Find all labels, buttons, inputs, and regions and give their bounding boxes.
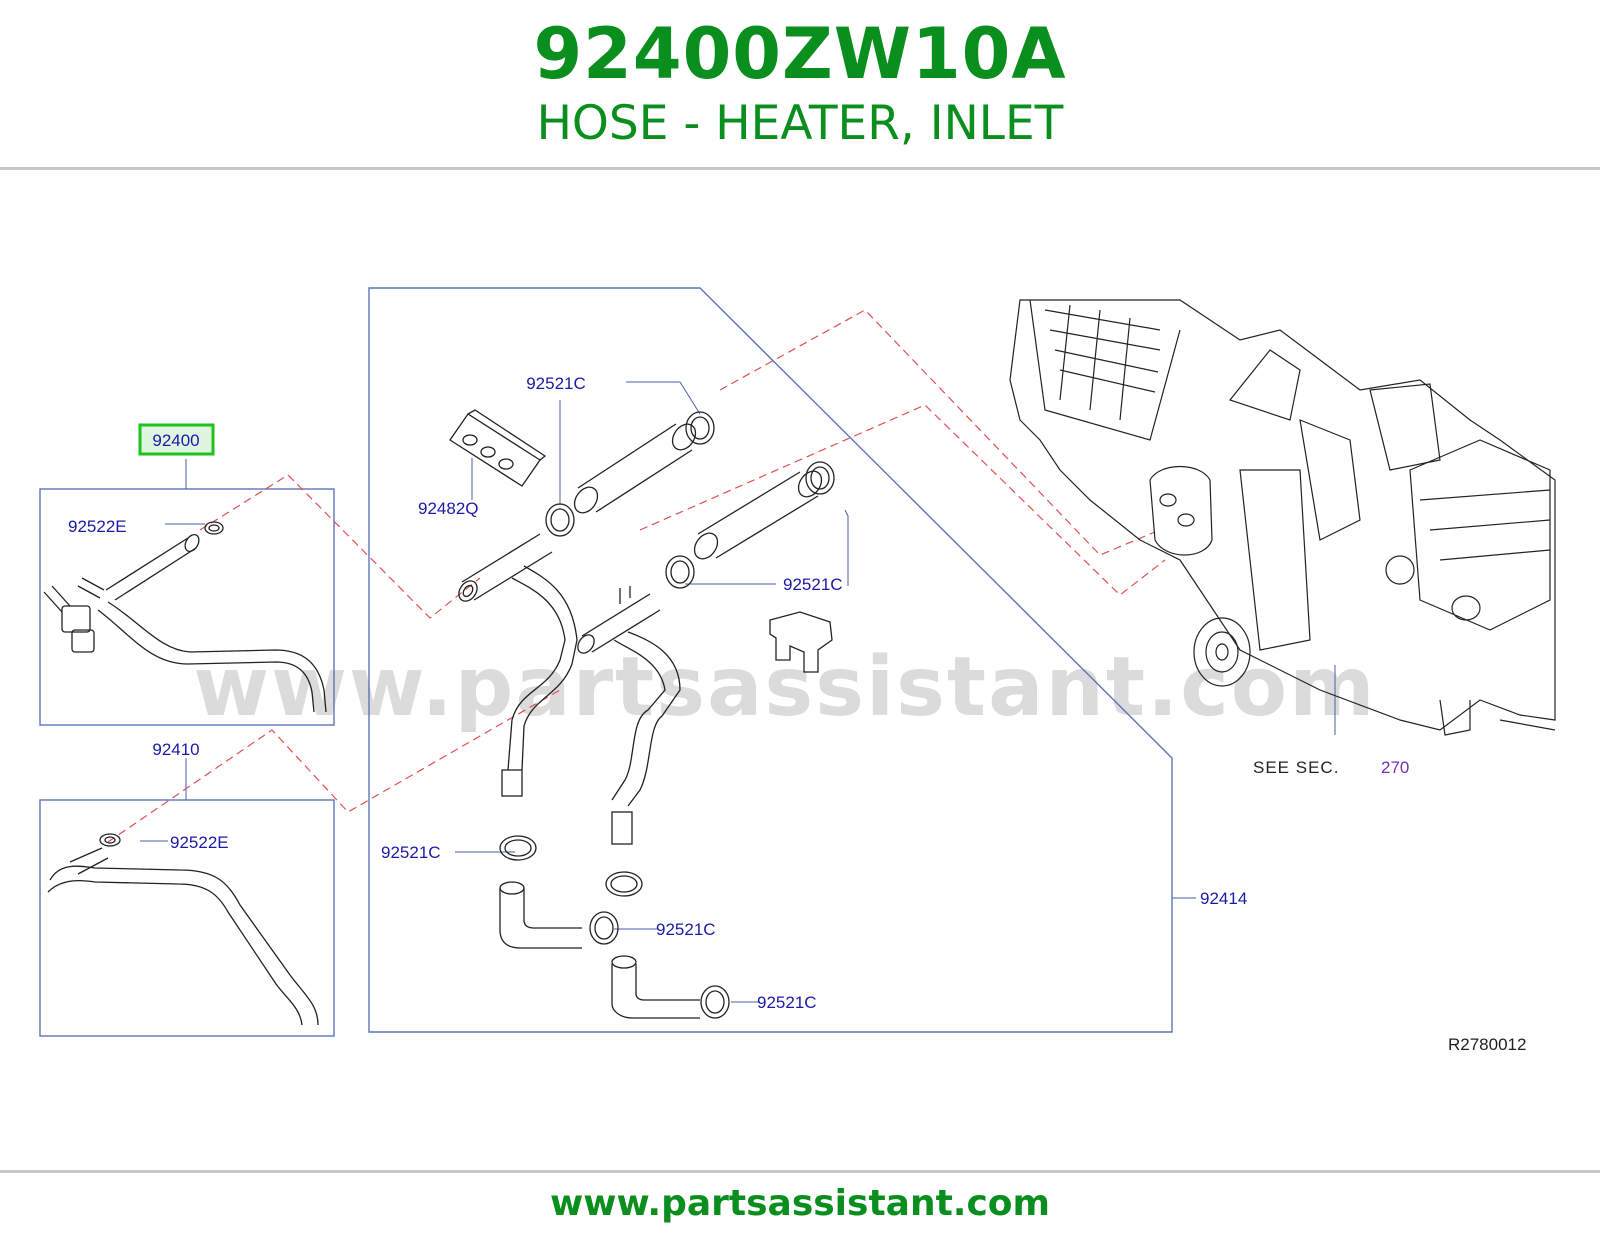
label-92521c-bottom-a[interactable]: 92521C (656, 920, 716, 939)
label-92522e-lower[interactable]: 92522E (170, 833, 229, 852)
footer-divider (0, 1170, 1600, 1173)
label-92400[interactable]: 92400 (152, 431, 199, 450)
highlight-box-92400 (138, 423, 215, 456)
diagram-code: R2780012 (1448, 1035, 1526, 1054)
group-box-92414 (368, 287, 1173, 1033)
footer-site-link[interactable]: www.partsassistant.com (549, 1183, 1051, 1224)
label-92521c-bottom-b[interactable]: 92521C (757, 993, 817, 1012)
label-92410[interactable]: 92410 (152, 740, 199, 759)
hose-92410-drawing (47, 833, 319, 1026)
assembly-dash-lines (107, 309, 1166, 843)
watermark: www.partsassistant.com (193, 640, 1376, 735)
page-header: 92400ZW10A HOSE - HEATER, INLET (0, 0, 1600, 168)
header-divider (0, 167, 1600, 170)
label-92522e-upper[interactable]: 92522E (68, 517, 127, 536)
part-description: HOSE - HEATER, INLET (536, 96, 1064, 151)
label-92521c-left[interactable]: 92521C (381, 843, 441, 862)
part-number-title: 92400ZW10A (533, 13, 1067, 95)
label-92521c-top[interactable]: 92521C (526, 374, 586, 393)
label-92521c-right[interactable]: 92521C (783, 575, 843, 594)
group-box-92400 (39, 488, 335, 726)
label-92414[interactable]: 92414 (1200, 889, 1247, 908)
hose-92400-drawing (43, 521, 327, 713)
see-section-text: SEE SEC. (1253, 758, 1339, 777)
group-box-92410 (39, 799, 335, 1037)
heater-unit-drawing (1009, 299, 1556, 736)
label-92482q[interactable]: 92482Q (418, 499, 479, 518)
see-section-link[interactable]: 270 (1381, 758, 1409, 777)
hose-assembly-92414-drawing (449, 409, 835, 1019)
leader-lines (140, 381, 1336, 1003)
